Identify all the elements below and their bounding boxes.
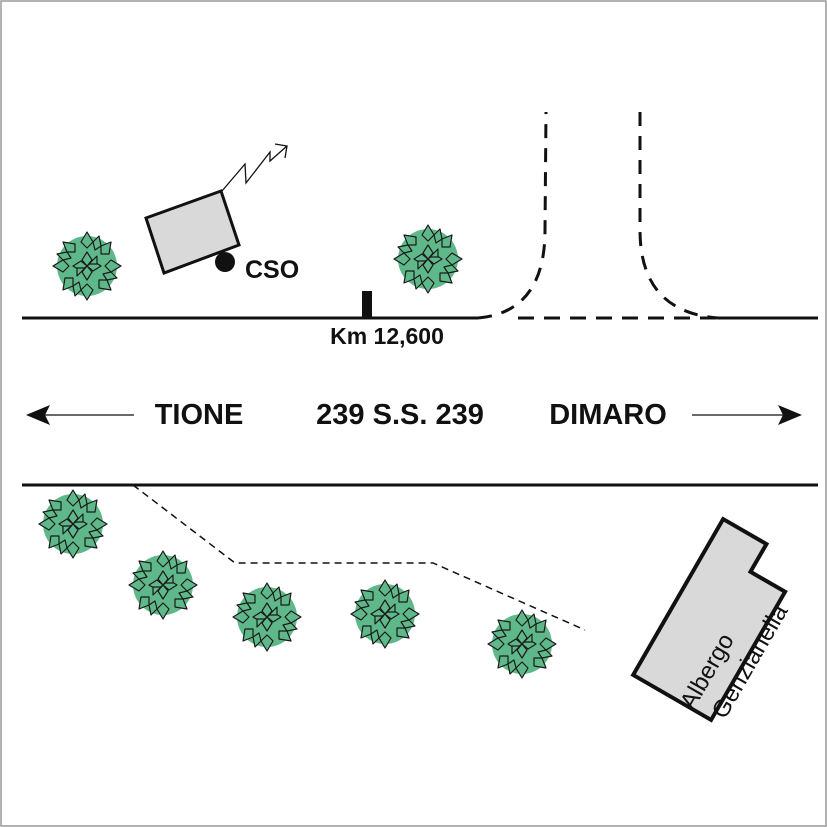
shrub-icon [52,231,122,301]
shrub-icon [487,609,557,679]
shrub-icon [232,582,302,652]
footpath-south-dashed [132,484,586,631]
km-marker-label: Km 12,600 [330,323,444,349]
arrow-left-icon [26,405,134,425]
building-albergo [630,516,788,723]
direction-label-right: DIMARO [549,399,667,431]
km-marker-post [362,291,372,318]
shrub-icon [38,489,108,559]
road-number-label: 239 S.S. 239 [316,399,484,431]
transmitter-station-icon [144,143,288,275]
arrow-right-icon [692,405,802,425]
shrub-icon [350,579,420,649]
junction-left-curve [477,111,548,320]
junction-right-curve [638,112,719,320]
station-label: CSO [245,256,299,284]
shrub-icon [393,224,463,294]
direction-label-left: TIONE [155,399,244,431]
signal-arrow-icon [221,145,288,192]
shrub-icon [128,550,198,620]
